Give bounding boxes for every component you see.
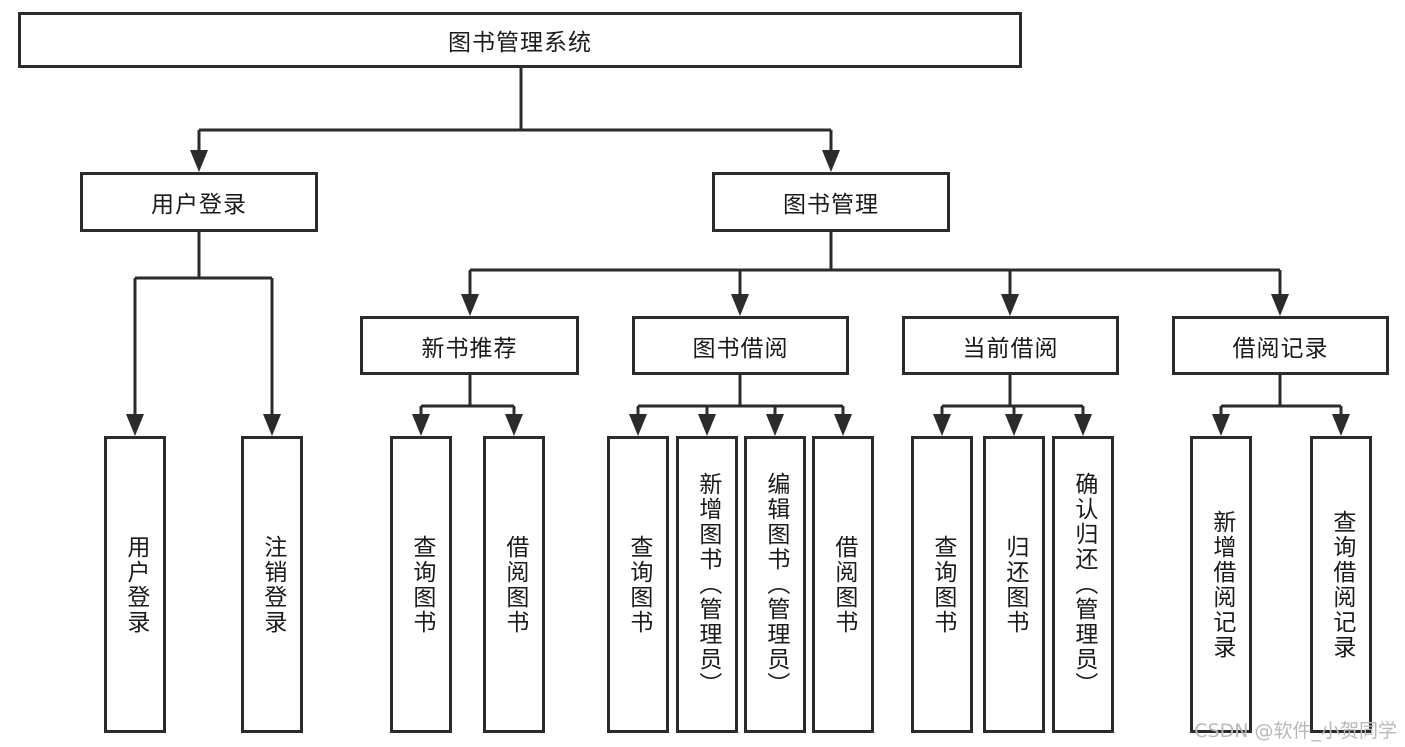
node-leaf-query-book-1[interactable]: 查询图书 [390,436,452,733]
node-leaf-query-book-3[interactable]: 查询图书 [911,436,973,733]
node-leaf-add-book[interactable]: 新增图书（管理员） [676,436,738,733]
watermark-text: CSDN @软件_小贺同学 [1194,720,1397,742]
node-current-borrow[interactable]: 当前借阅 [902,316,1119,375]
node-leaf-user-login[interactable]: 用户登录 [104,436,166,733]
node-book-manage[interactable]: 图书管理 [712,172,950,232]
node-leaf-return-book[interactable]: 归还图书 [983,436,1045,733]
node-user-login[interactable]: 用户登录 [80,172,318,232]
node-leaf-borrow-book-1[interactable]: 借阅图书 [483,436,545,733]
node-leaf-add-record[interactable]: 新增借阅记录 [1190,436,1252,733]
node-root[interactable]: 图书管理系统 [18,12,1022,68]
node-leaf-borrow-book-2[interactable]: 借阅图书 [812,436,874,733]
node-leaf-edit-book[interactable]: 编辑图书（管理员） [744,436,806,733]
node-leaf-confirm-return[interactable]: 确认归还（管理员） [1052,436,1114,733]
node-borrow-record[interactable]: 借阅记录 [1172,316,1389,375]
node-leaf-query-record[interactable]: 查询借阅记录 [1310,436,1372,733]
node-leaf-logout[interactable]: 注销登录 [241,436,303,733]
node-book-borrow[interactable]: 图书借阅 [632,316,849,375]
node-leaf-query-book-2[interactable]: 查询图书 [607,436,669,733]
node-new-book-rec[interactable]: 新书推荐 [360,316,579,375]
